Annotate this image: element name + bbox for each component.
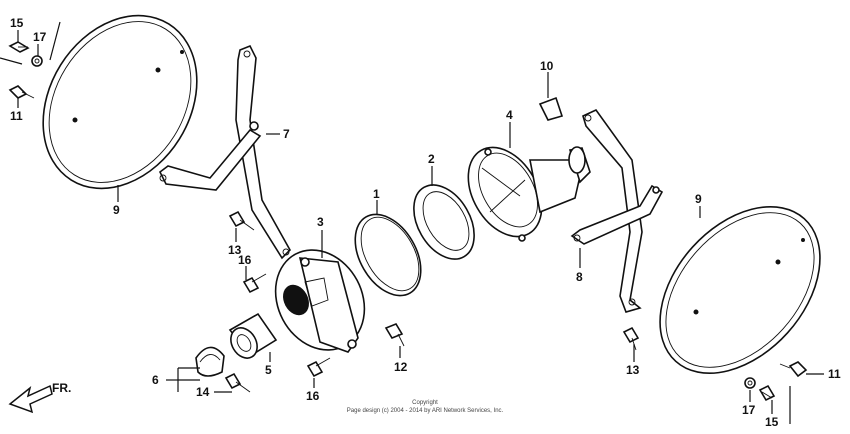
callout-4: 4 — [506, 108, 513, 122]
cable-band — [195, 346, 225, 377]
callout-13: 13 — [228, 243, 242, 257]
callout-14: 14 — [196, 385, 210, 399]
bolt-13-right — [622, 326, 640, 351]
callout-5: 5 — [265, 363, 272, 377]
callout-6: 6 — [152, 373, 159, 387]
bolt-11-left — [8, 85, 35, 99]
washer-17-left — [31, 55, 43, 67]
callout-2: 2 — [428, 152, 435, 166]
callout-8: 8 — [576, 270, 583, 284]
headlight-case — [274, 249, 366, 353]
callout-17-right: 17 — [742, 403, 756, 417]
callout-17: 17 — [33, 30, 47, 44]
copyright-line-1: Copyright — [412, 400, 438, 406]
callout-13-right: 13 — [626, 363, 640, 377]
headlight-rim — [413, 184, 475, 260]
bolt-16-bottom — [306, 357, 331, 378]
callout-9: 9 — [113, 203, 120, 217]
callout-15-right: 15 — [765, 415, 779, 429]
front-direction-arrow-icon — [8, 384, 53, 414]
copyright-line-2: Page design (c) 2004 - 2014 by ARI Netwo… — [347, 408, 504, 414]
bolt-13-left — [228, 210, 255, 231]
bolt-12 — [384, 323, 405, 347]
headlight-lens — [354, 213, 422, 297]
bolt-16-left — [242, 273, 267, 294]
callout-12: 12 — [394, 360, 408, 374]
callout-10: 10 — [540, 59, 554, 73]
callout-11: 11 — [10, 109, 23, 123]
bolt-15-right — [758, 384, 776, 402]
callout-labels: 15 17 11 9 7 13 16 3 1 2 4 10 8 9 13 11 … — [10, 16, 841, 429]
bolt-14 — [224, 372, 251, 393]
callout-16: 16 — [238, 253, 252, 267]
leader-lines — [0, 21, 824, 424]
bolt-11-right — [779, 361, 808, 378]
callout-1: 1 — [373, 187, 380, 201]
cable-grommet — [228, 312, 278, 359]
front-direction-label: FR. — [52, 381, 71, 395]
washer-17-right — [744, 377, 756, 389]
callout-11-right: 11 — [828, 367, 841, 381]
callout-15: 15 — [10, 16, 24, 30]
mirror-left — [42, 14, 198, 190]
bulb-socket — [538, 96, 564, 121]
callout-3: 3 — [317, 215, 324, 229]
mirror-stay-left — [158, 44, 291, 260]
headlight-housing — [467, 146, 591, 242]
callout-16-bottom: 16 — [306, 389, 320, 403]
callout-7: 7 — [283, 127, 290, 141]
bolt-15-left — [8, 41, 30, 53]
callout-9-right: 9 — [695, 192, 702, 206]
mirror-stay-right — [570, 108, 664, 313]
mirror-right — [659, 205, 821, 375]
